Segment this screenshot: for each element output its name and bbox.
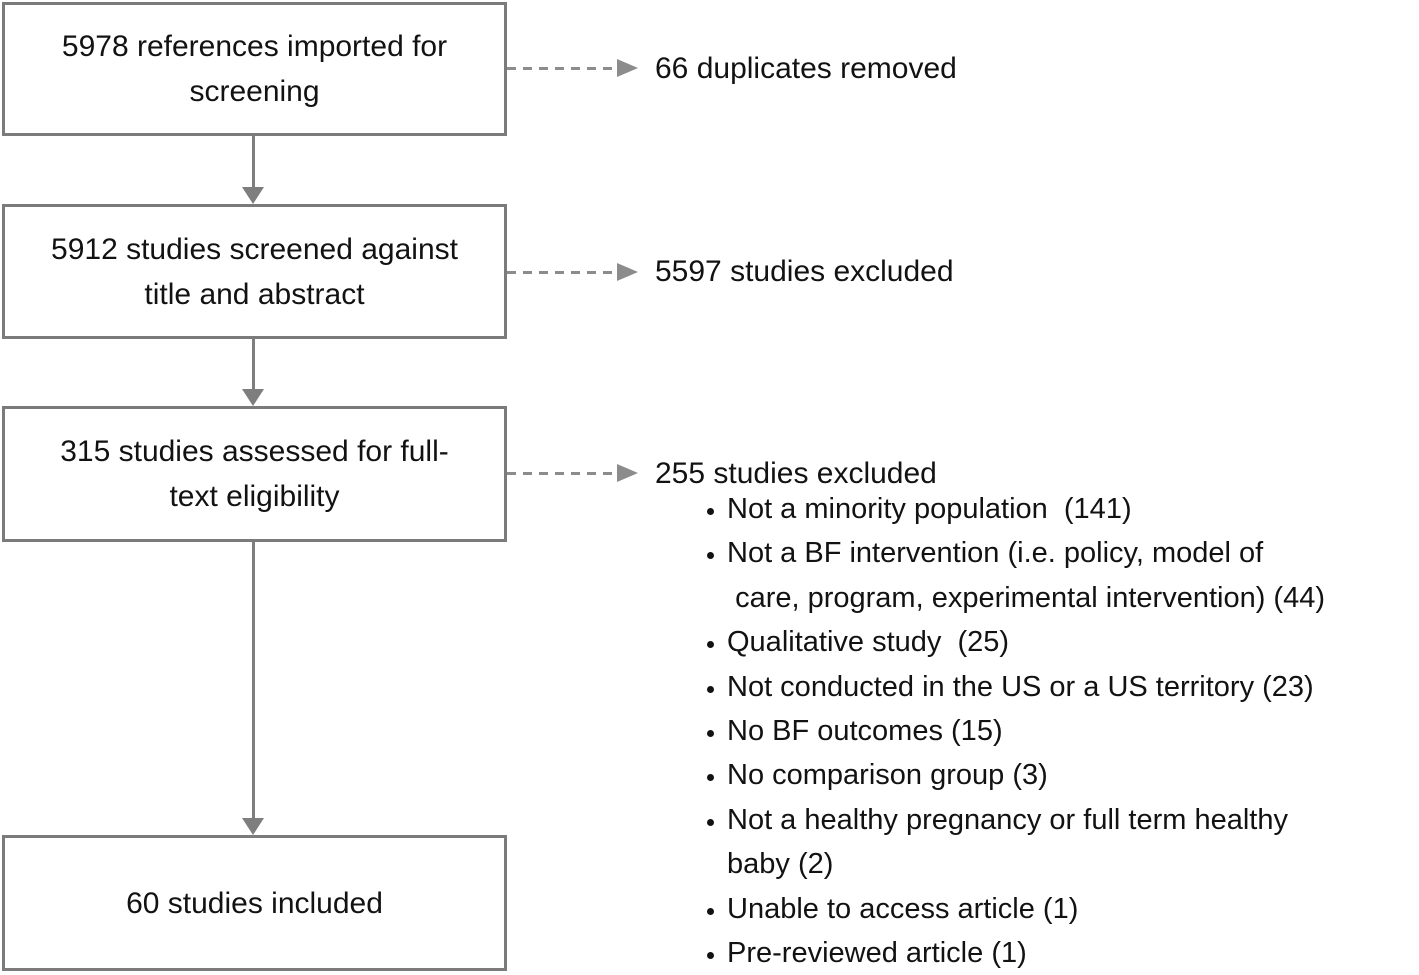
exclusion-reasons-list: Not a minority population (141) Not a BF… (655, 487, 1419, 975)
exclusion-reason-item: Not a healthy pregnancy or full term hea… (727, 798, 1419, 887)
flow-box-studies-screened: 5912 studies screened against title and … (2, 204, 507, 339)
down-arrow-icon (241, 339, 265, 406)
arrowhead-icon (617, 59, 638, 77)
arrow-line (251, 542, 255, 818)
down-arrow-icon (241, 542, 265, 835)
dashed-right-arrow-icon (507, 58, 638, 78)
arrowhead-icon (242, 187, 264, 204)
exclusion-reason-item: No comparison group (3) (727, 753, 1419, 797)
down-arrow-icon (241, 136, 265, 204)
arrowhead-icon (617, 263, 638, 281)
arrow-dash-line (507, 66, 617, 70)
arrow-line (251, 136, 255, 187)
exclusion-reason-item: Not a BF intervention (i.e. policy, mode… (727, 531, 1419, 620)
flow-box-fulltext-assessed: 315 studies assessed for full- text elig… (2, 406, 507, 542)
exclusion-reason-item: Unable to access article (1) (727, 887, 1419, 931)
exclusion-reason-item: Not conducted in the US or a US territor… (727, 665, 1419, 709)
note-duplicates-removed: 66 duplicates removed (655, 52, 957, 85)
arrowhead-icon (617, 464, 638, 482)
flow-box-studies-included: 60 studies included (2, 835, 507, 971)
arrowhead-icon (242, 818, 264, 835)
arrow-dash-line (507, 471, 617, 475)
exclusion-reason-item: No BF outcomes (15) (727, 709, 1419, 753)
exclusion-reason-item: Qualitative study (25) (727, 620, 1419, 664)
exclusion-reason-item: Pre-reviewed article (1) (727, 931, 1419, 975)
flow-box-references-imported: 5978 references imported for screening (2, 2, 507, 136)
note-fulltext-excluded-title: 255 studies excluded (655, 457, 937, 490)
dashed-right-arrow-icon (507, 262, 638, 282)
dashed-right-arrow-icon (507, 463, 638, 483)
exclusion-reason-item: Not a minority population (141) (727, 487, 1419, 531)
note-title-abstract-excluded: 5597 studies excluded (655, 255, 954, 288)
arrowhead-icon (242, 389, 264, 406)
arrow-line (251, 339, 255, 389)
arrow-dash-line (507, 270, 617, 274)
